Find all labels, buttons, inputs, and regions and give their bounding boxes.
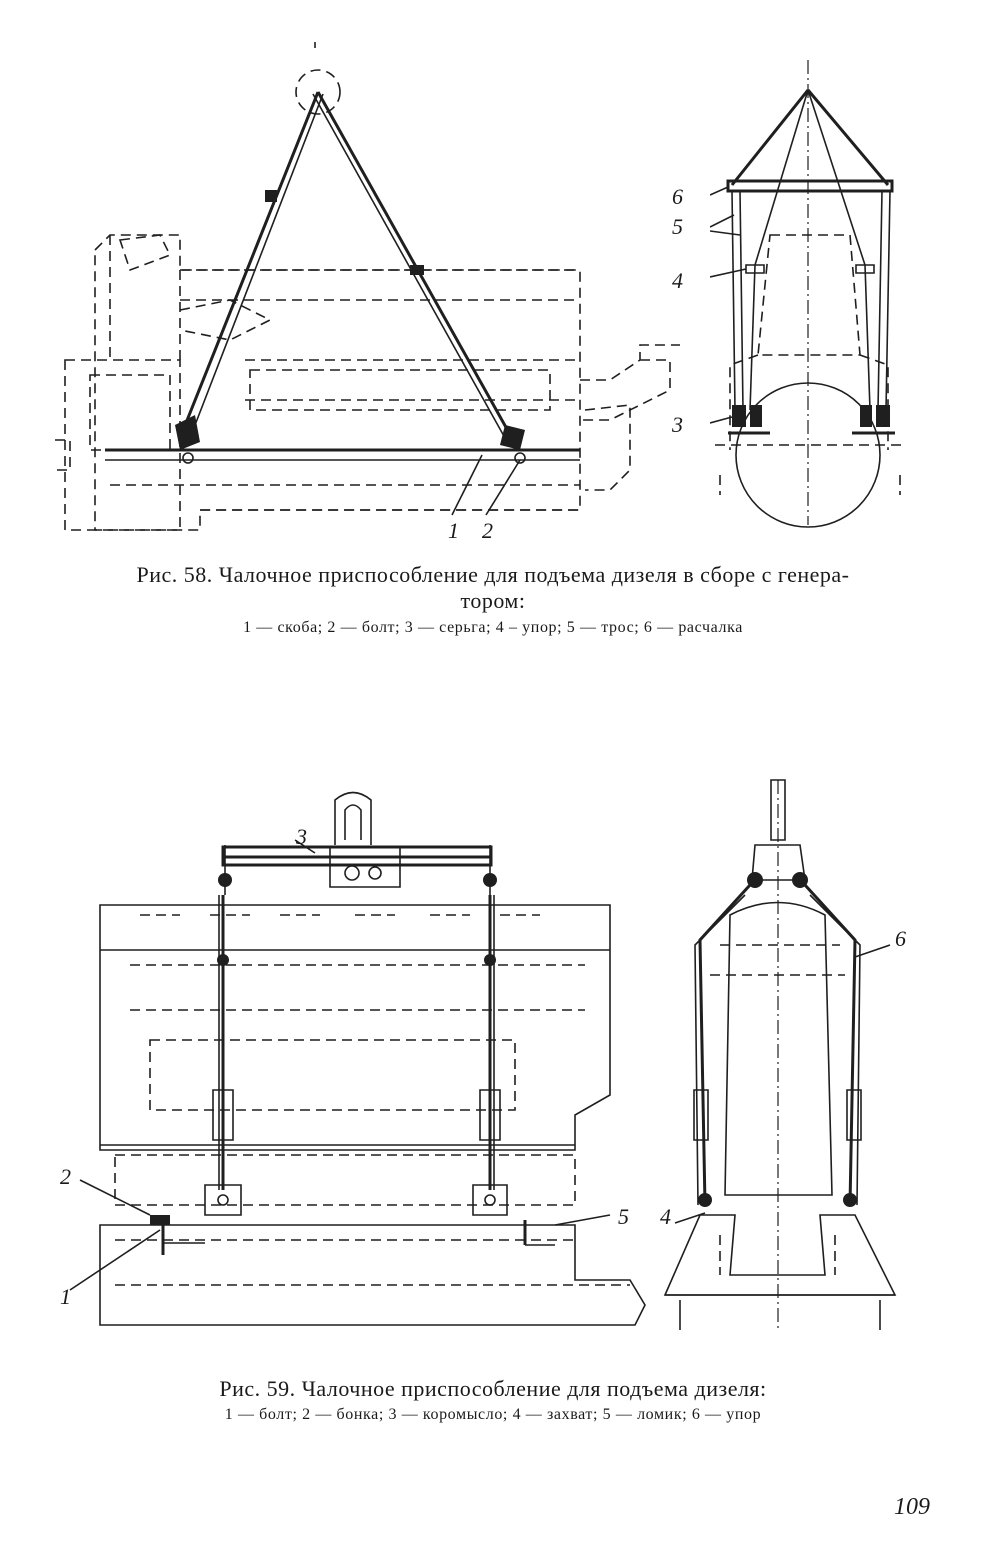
figure-58-caption-line1: Рис. 58. Чалочное приспособление для под… — [136, 562, 850, 587]
fig59-callout-1: 1 — [60, 1284, 71, 1309]
fig58-callout-6: 6 — [672, 184, 683, 209]
fig59-callout-3: 3 — [296, 824, 307, 849]
page-number: 109 — [894, 1494, 930, 1520]
fig59-callout-6: 6 — [895, 926, 906, 951]
fig58-callout-5: 5 — [672, 214, 683, 239]
figure-58-side-view — [50, 30, 690, 550]
fig59-callout-4: 4 — [660, 1204, 671, 1229]
fig59-callout-2: 2 — [60, 1164, 71, 1189]
figure-59-end-view — [660, 775, 910, 1335]
figure-59-caption: Рис. 59. Чалочное приспособление для под… — [219, 1376, 767, 1401]
fig58-callout-2: 2 — [482, 518, 493, 543]
figure-59-legend: 1 — болт; 2 — бонка; 3 — коромысло; 4 — … — [224, 1406, 762, 1423]
fig58-callout-4: 4 — [672, 268, 683, 293]
figure-58-end-view — [710, 55, 920, 535]
figure-58-legend: 1 — скоба; 2 — болт; 3 — серьга; 4 – упо… — [243, 619, 743, 636]
fig59-callout-5: 5 — [618, 1204, 629, 1229]
fig58-callout-1: 1 — [448, 518, 459, 543]
figure-58-caption-line2: тором: — [460, 588, 526, 613]
figure-59-side-view — [55, 785, 655, 1345]
fig58-callout-3: 3 — [672, 412, 683, 437]
